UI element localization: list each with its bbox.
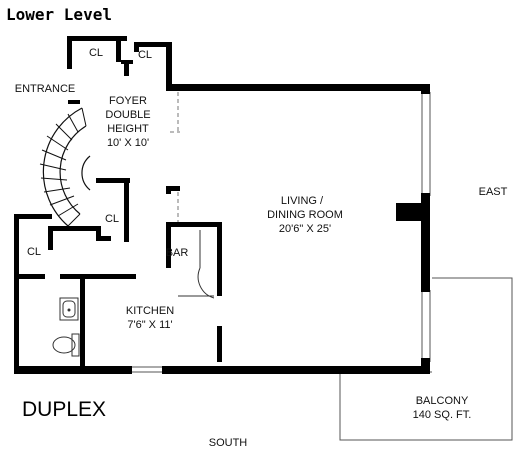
living-name-line1: LIVING / <box>281 195 324 207</box>
foyer-name-line1: FOYER <box>109 95 147 107</box>
windows <box>132 92 431 373</box>
walls <box>14 36 430 374</box>
unit-type-label: DUPLEX <box>22 398 106 421</box>
balcony-size: 140 SQ. FT. <box>413 409 472 421</box>
sink-icon <box>59 297 79 321</box>
living-name-line2: DINING ROOM <box>267 209 343 221</box>
level-title: Lower Level <box>6 5 112 24</box>
foyer-name-line2: DOUBLE <box>105 109 150 121</box>
toilet-icon <box>52 333 80 357</box>
kitchen-name: KITCHEN <box>126 305 174 317</box>
spiral-staircase-icon <box>39 107 91 227</box>
kitchen-size: 7'6" X 11' <box>127 319 172 331</box>
bar-label: BAR <box>166 247 189 259</box>
closet-label-top-left: CL <box>89 47 103 59</box>
kitchen-door-icon <box>178 230 215 299</box>
foyer-name-line3: HEIGHT <box>107 123 149 135</box>
entrance-label: ENTRANCE <box>15 83 76 95</box>
dashed-openings <box>170 92 180 222</box>
closet-label-center: CL <box>105 213 119 225</box>
compass-south: SOUTH <box>209 437 248 449</box>
compass-east: EAST <box>479 186 508 198</box>
closet-label-left: CL <box>27 246 41 258</box>
balcony-name: BALCONY <box>416 395 469 407</box>
closet-label-top-right: CL <box>138 49 152 61</box>
foyer-size: 10' X 10' <box>107 137 149 149</box>
living-size: 20'6" X 25' <box>279 223 331 235</box>
